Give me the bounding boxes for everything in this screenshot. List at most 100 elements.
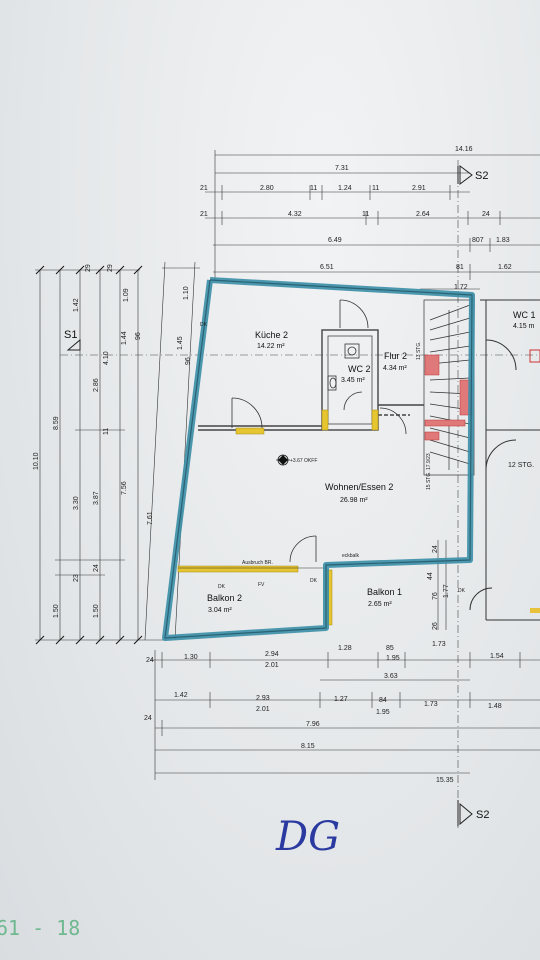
room-name: Flur 2 <box>384 351 407 361</box>
dim-text: 24 <box>146 657 154 664</box>
right-dimension-lines <box>437 540 447 630</box>
window-mark: FV <box>258 582 265 588</box>
dim-text: 7.56 <box>121 481 128 495</box>
dim-text: 1.42 <box>73 298 80 312</box>
elevation-label: +3.67 OKFF <box>290 458 317 464</box>
dim-text: 4.32 <box>288 211 302 218</box>
window-mark: DK <box>200 322 208 328</box>
dim-text: 24 <box>482 211 490 218</box>
stair-label: 15 STG. 17.9/23 <box>426 453 432 490</box>
stair-railing <box>424 354 473 441</box>
floor-label-handwritten: DG <box>275 814 340 860</box>
dim-text: 1.50 <box>93 604 100 618</box>
left-dimension-ticks <box>35 265 143 645</box>
dim-text: 1.54 <box>490 653 504 660</box>
dim-text: 29 <box>85 264 92 272</box>
dim-text: 84 <box>379 697 387 704</box>
room-area: 3.04 m² <box>208 607 232 614</box>
bottom-dimension-lines <box>150 650 540 780</box>
dim-text: 2.64 <box>416 211 430 218</box>
dim-text: 1.73 <box>432 641 446 648</box>
neighbor-window <box>530 608 540 613</box>
room-area: 2.65 m² <box>368 601 392 608</box>
dim-text: 1.30 <box>184 654 198 661</box>
room-area: 26.98 m² <box>340 497 368 504</box>
stair-label: 13 STG. <box>416 341 422 360</box>
dim-text: 24 <box>93 564 100 572</box>
dim-text: 11 <box>103 428 110 435</box>
room-area: 4.15 m <box>513 323 535 330</box>
dim-text: 1.50 <box>53 604 60 618</box>
dim-text: 23 <box>73 574 80 582</box>
wc-fixtures <box>327 343 360 391</box>
dim-text: 44 <box>427 572 434 580</box>
section-label: S2 <box>476 809 489 821</box>
dim-text: 3.87 <box>93 491 100 505</box>
dim-text: 2.93 <box>256 695 270 702</box>
interior-walls <box>198 329 424 431</box>
dim-text: 1.62 <box>498 264 512 271</box>
dim-text: 81 <box>456 264 464 271</box>
dim-text: 85 <box>386 645 394 652</box>
section-mark-top: S2 <box>457 165 488 185</box>
dim-text: 11 <box>310 185 317 192</box>
dim-text: 6.49 <box>328 237 342 244</box>
room-area: 4.34 m² <box>383 365 407 372</box>
section-mark-left: S1 <box>64 329 81 351</box>
section-mark-bottom: S2 <box>457 800 489 826</box>
dim-text: 1.77 <box>443 584 450 598</box>
dim-text: 21 <box>200 185 208 192</box>
stair-label: 12 STG. <box>508 462 534 469</box>
dim-text: 96 <box>135 332 142 340</box>
dim-text: 2.80 <box>260 185 274 192</box>
neighbor-fixture <box>529 349 540 363</box>
note-text: Ausbruch BR. <box>242 560 273 566</box>
window-mark: DK <box>458 588 466 594</box>
section-label: S1 <box>64 329 77 341</box>
dim-text: 1.73 <box>424 701 438 708</box>
dim-text: 1.95 <box>386 655 400 662</box>
dim-text: 2.94 <box>265 651 279 658</box>
axis-lines <box>60 160 540 830</box>
dim-text: 14.16 <box>455 146 473 153</box>
dim-text: 2.01 <box>256 706 270 713</box>
dim-text: 10.10 <box>33 452 40 470</box>
top-dimension-lines <box>205 150 540 290</box>
section-label: S2 <box>475 170 488 182</box>
dim-text: 4.10 <box>103 351 110 365</box>
dim-text: 76 <box>432 592 439 600</box>
dim-text: 1.44 <box>121 331 128 345</box>
room-area: 3.45 m² <box>341 377 365 384</box>
note-text: eckbalk <box>342 553 359 559</box>
dim-text: 15.35 <box>436 777 454 784</box>
dim-text: 1.48 <box>488 703 502 710</box>
dim-text: 1.27 <box>334 696 348 703</box>
dim-text: 1.09 <box>123 288 130 302</box>
dim-text: 1.28 <box>338 645 352 652</box>
dim-text: 26 <box>432 622 439 630</box>
dim-text: 11 <box>372 185 379 192</box>
dim-text: 96 <box>185 357 192 365</box>
window-mark: DK <box>218 584 226 590</box>
dim-text: 7.61 <box>147 511 154 525</box>
door-swings <box>231 299 407 563</box>
dim-text: 1.10 <box>183 286 190 300</box>
room-name: WC 2 <box>348 364 371 374</box>
dim-text: 2.01 <box>265 662 279 669</box>
room-name: Balkon 1 <box>367 587 402 597</box>
dim-text: 7.31 <box>335 165 349 172</box>
outer-wall-line <box>164 279 473 639</box>
dim-text: 1.83 <box>496 237 510 244</box>
dim-text: 21 <box>200 211 208 218</box>
dim-text: 2.86 <box>93 378 100 392</box>
dim-text: 29 <box>107 264 114 272</box>
dim-text: 1.24 <box>338 185 352 192</box>
dim-text: 1.45 <box>177 336 184 350</box>
dim-text: 807 <box>472 237 484 244</box>
dim-text: 3.30 <box>73 496 80 510</box>
dim-text: 8.15 <box>301 743 315 750</box>
dim-text: 24 <box>432 545 439 553</box>
elevation-marker <box>276 454 290 466</box>
